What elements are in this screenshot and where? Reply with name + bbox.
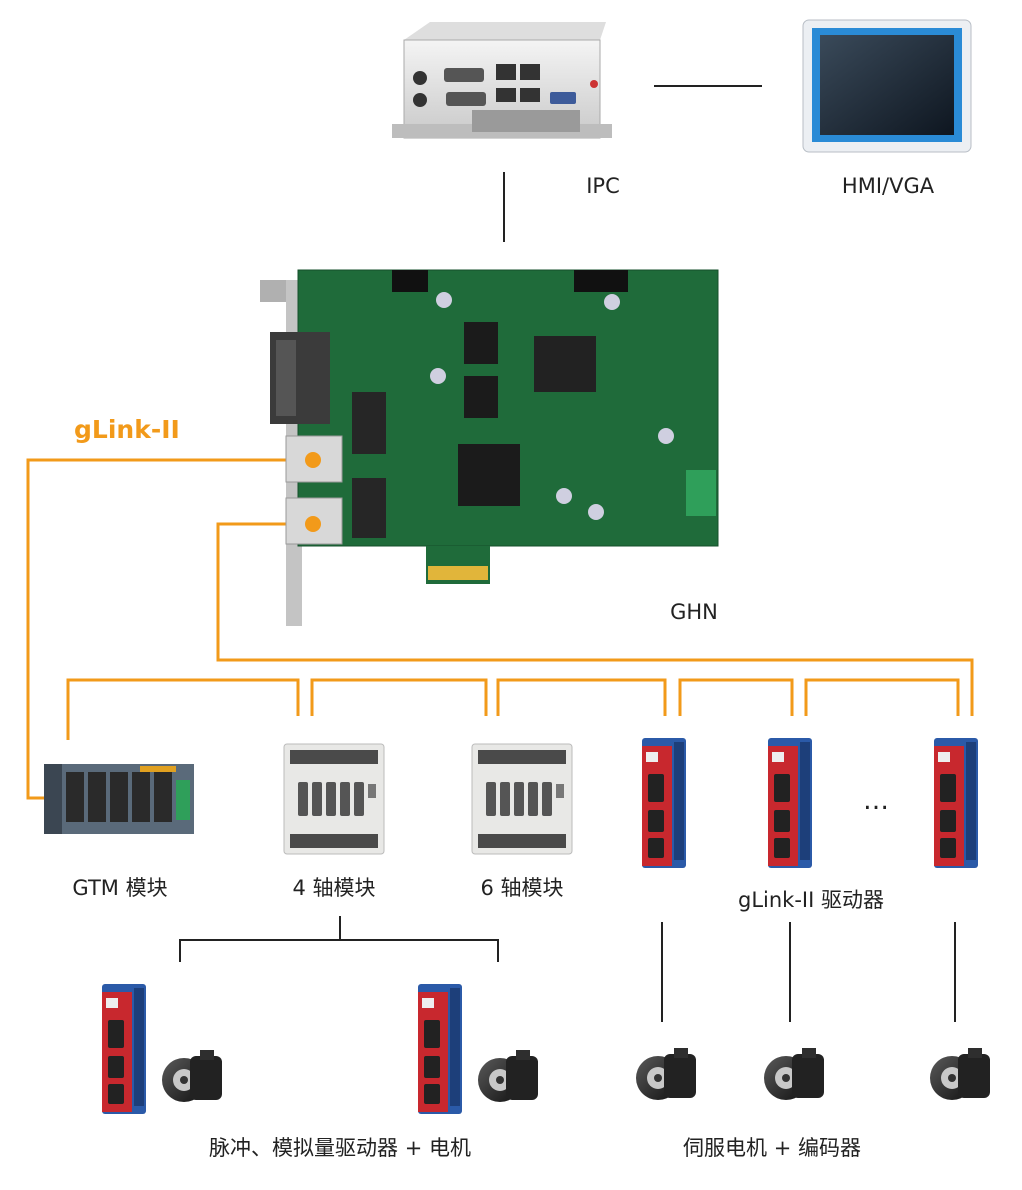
axis4-module	[283, 743, 385, 855]
pulse-motor-2	[478, 1050, 538, 1102]
hmi-label: HMI/VGA	[841, 174, 935, 198]
glink-driver-1	[642, 738, 686, 868]
ghn-card	[260, 269, 719, 626]
servo-motor-1	[636, 1048, 696, 1100]
hmi-monitor	[802, 19, 972, 153]
glink-driver-2	[768, 738, 812, 868]
glink-label: gLink-II	[74, 415, 180, 444]
ghn-label: GHN	[670, 600, 718, 624]
glink-drivers-label: gLink-II 驱动器	[738, 888, 884, 912]
servo-group-label: 伺服电机 + 编码器	[683, 1136, 861, 1160]
pulse-driver-2	[418, 984, 462, 1114]
glink-driver-3	[934, 738, 978, 868]
pulse-driver-1	[102, 984, 146, 1114]
ipc-label: IPC	[586, 174, 620, 198]
black-connection-lines	[179, 85, 956, 1022]
pulse-motor-1	[162, 1050, 222, 1102]
servo-motor-2	[764, 1048, 824, 1100]
glink-orange-lines	[26, 458, 974, 800]
ellipsis-label: …	[863, 786, 889, 816]
gtm-module	[44, 764, 194, 834]
pulse-group-label: 脉冲、模拟量驱动器 + 电机	[209, 1136, 471, 1160]
axis4-module-label: 4 轴模块	[292, 876, 376, 900]
axis6-module	[471, 743, 573, 855]
servo-motor-3	[930, 1048, 990, 1100]
ipc-device	[392, 22, 612, 139]
gtm-module-label: GTM 模块	[72, 876, 168, 900]
axis6-module-label: 6 轴模块	[480, 876, 564, 900]
